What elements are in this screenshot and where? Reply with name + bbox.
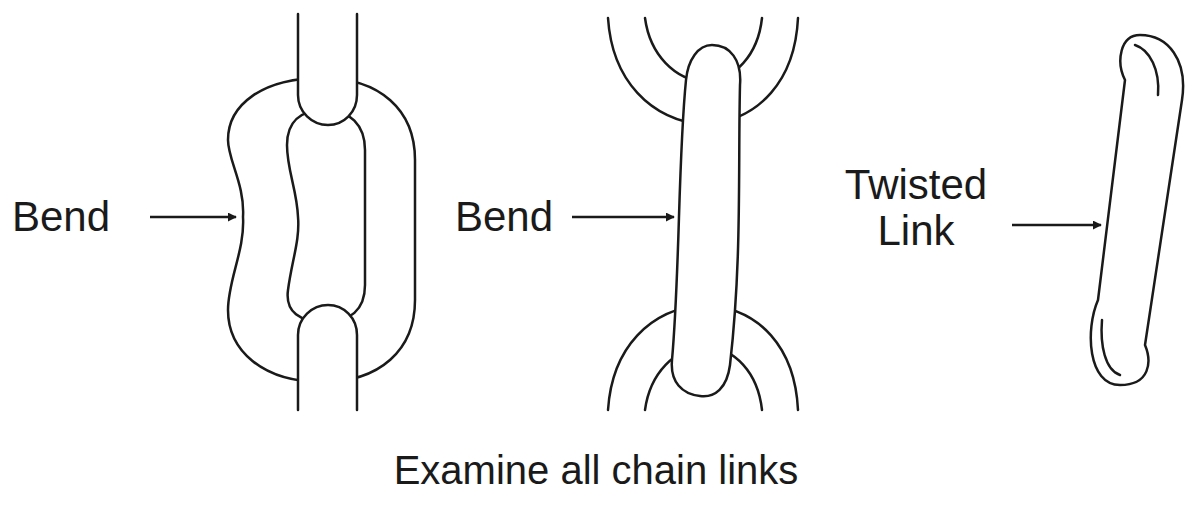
figure-caption: Examine all chain links: [0, 448, 1192, 492]
twist-line: [1102, 320, 1120, 375]
leader-arrow: [1012, 224, 1101, 227]
bent-chain-link: [672, 45, 740, 396]
twisted-chain-link: [1091, 35, 1183, 385]
defect-label: Bend: [455, 194, 567, 240]
leader-arrow: [150, 216, 236, 219]
edge-on-link: [298, 305, 357, 410]
link-hole: [287, 110, 365, 322]
twist-line: [1135, 45, 1158, 95]
defect-label: Twisted Link: [828, 162, 1004, 254]
leader-arrow: [572, 216, 674, 219]
defect-label: Bend: [12, 194, 142, 240]
edge-on-link: [298, 14, 357, 125]
